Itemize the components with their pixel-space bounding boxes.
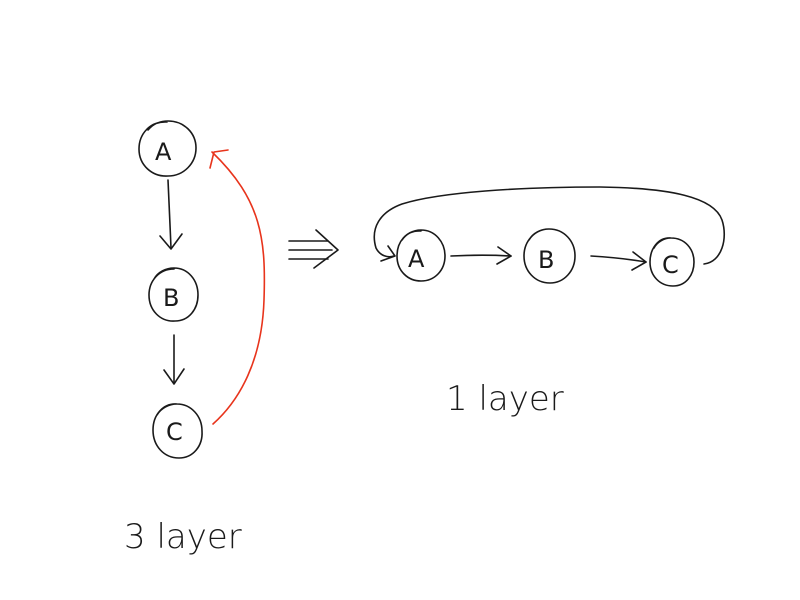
left-edge-a-b (159, 179, 183, 250)
transform-arrow (288, 229, 339, 269)
left-feedback-edge (209, 149, 266, 425)
right-node-b: B (523, 228, 576, 284)
right-node-c-label: C (662, 251, 679, 279)
feedback-arrowhead (209, 149, 229, 169)
right-feedback-curve (373, 186, 726, 265)
right-edge-b-c (590, 251, 647, 271)
left-node-b-label: B (163, 284, 179, 312)
left-node-c: C (152, 403, 203, 459)
left-node-b: B (148, 267, 199, 322)
right-edge-a-b (450, 246, 512, 265)
left-diagram: A B C 3 layer (124, 120, 266, 557)
right-feedback-edge (373, 186, 726, 265)
right-diagram: A B C 1 layer (373, 186, 726, 419)
right-caption: 1 layer (446, 379, 564, 419)
feedback-curve (211, 151, 266, 425)
right-node-b-label: B (538, 246, 554, 274)
right-node-a-label: A (408, 245, 425, 273)
right-feedback-arrowhead (380, 245, 396, 262)
left-caption: 3 layer (124, 517, 242, 557)
right-node-a: A (396, 229, 446, 282)
left-edge-b-c (163, 334, 185, 385)
right-node-c: C (649, 237, 695, 287)
left-node-a-label: A (155, 138, 172, 166)
left-node-c-label: C (166, 418, 183, 446)
left-node-a: A (138, 120, 197, 177)
